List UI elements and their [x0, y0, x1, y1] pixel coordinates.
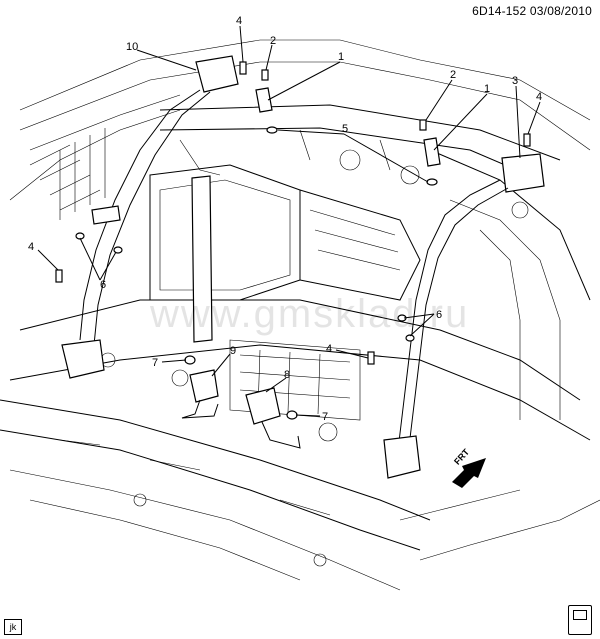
callout-4-center: 4	[326, 343, 332, 355]
front-direction-arrow	[452, 458, 486, 488]
bolt-2-left	[261, 69, 269, 81]
bolt-4-top	[239, 61, 247, 75]
bolt-4-center	[367, 351, 375, 365]
nut-7-right	[286, 410, 298, 420]
callout-10: 10	[126, 41, 138, 53]
callout-6-right: 6	[436, 309, 442, 321]
callout-3: 3	[512, 75, 518, 87]
callout-5: 5	[342, 123, 348, 135]
callout-labels: 4 10 2 1 2 3 1 4 5 4 6 6 4 7 9 8 7	[28, 15, 542, 423]
callout-7-right: 7	[322, 411, 328, 423]
callout-8: 8	[284, 369, 290, 381]
nut-7-left	[184, 355, 196, 365]
buckle-8	[245, 387, 281, 425]
watermark-text: www.gmsklad.ru	[150, 292, 470, 336]
vehicle-silhouette-icon	[568, 605, 592, 635]
bolt-4-left	[55, 269, 63, 283]
washer-6-d	[405, 334, 415, 342]
left-upper-bracket	[255, 87, 273, 113]
left-retractor	[195, 55, 239, 93]
nut-5-left	[266, 126, 278, 134]
right-anchor-plate	[383, 435, 421, 479]
right-upper-bracket	[423, 137, 441, 167]
bolt-2-right	[419, 119, 427, 131]
callout-4-top: 4	[236, 15, 242, 27]
callout-2-right: 2	[450, 69, 456, 81]
callout-1-left: 1	[338, 51, 344, 63]
leader-lines	[37, 25, 541, 417]
callout-6-left: 6	[100, 279, 106, 291]
nut-5-right	[426, 178, 438, 186]
diagram-code-date: 6D14-152 03/08/2010	[472, 4, 592, 18]
callout-1-right: 1	[484, 83, 490, 95]
callout-7-left: 7	[152, 357, 158, 369]
left-anchor-plate	[61, 339, 105, 379]
right-retractor	[501, 153, 545, 193]
seat-belt-parts	[55, 55, 545, 479]
washer-6-b	[113, 246, 123, 254]
left-guide	[91, 205, 121, 225]
buckle-9	[189, 369, 219, 403]
seat-back-stiffener	[191, 175, 213, 343]
callout-2-left: 2	[270, 35, 276, 47]
illustrator-initials: jk	[4, 619, 22, 635]
callout-9: 9	[230, 345, 236, 357]
callout-4-left: 4	[28, 241, 34, 253]
bolt-4-right	[523, 133, 531, 147]
callout-4-right: 4	[536, 91, 542, 103]
